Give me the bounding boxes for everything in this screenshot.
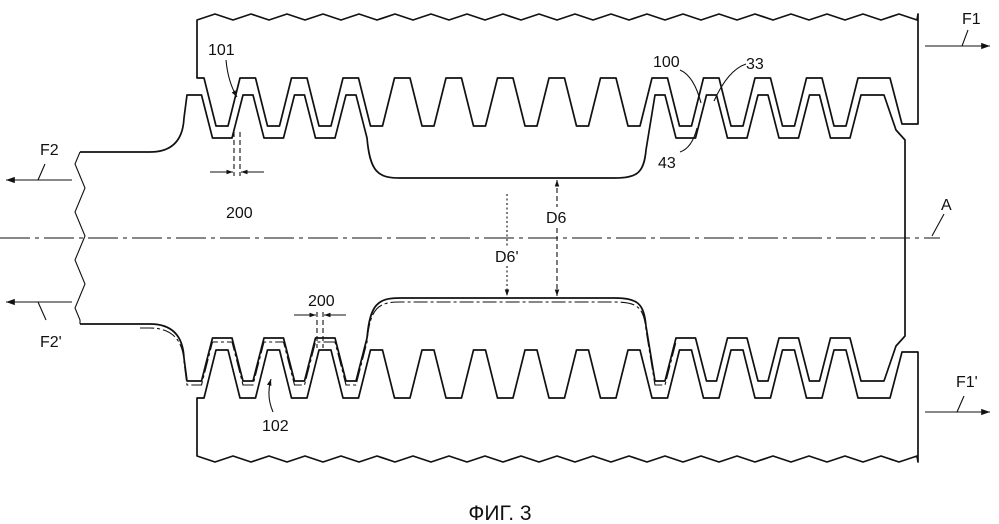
outer-sleeve-lower: [197, 350, 918, 462]
force-f1-prime-label: F1': [956, 374, 978, 391]
alternative-profile-dashdot: [140, 302, 676, 385]
dim-200-lower-label: 200: [308, 293, 335, 310]
figure-caption: ФИГ. 3: [468, 502, 531, 524]
axis-label-leader: [932, 214, 944, 236]
dim-d6-prime-label: D6': [495, 249, 519, 266]
ref-43-leader: [680, 128, 697, 152]
ref-101-label: 101: [208, 42, 235, 59]
axis-label: A: [941, 197, 952, 214]
dim-200-upper-label: 200: [226, 205, 253, 222]
force-f2-label: F2: [40, 142, 59, 159]
force-f1-prime-leader: [957, 396, 964, 412]
outer-sleeve-upper: [197, 14, 918, 126]
inner-part-lower-profile: [80, 238, 905, 381]
force-f2-prime-leader: [38, 302, 46, 320]
force-f2-leader: [38, 164, 45, 180]
inner-part-upper-profile: [80, 95, 905, 238]
ref-100-label: 100: [653, 54, 680, 71]
force-f2-prime-label: F2': [40, 334, 62, 351]
force-f1-label: F1: [962, 11, 981, 28]
ref-33-label: 33: [746, 56, 764, 73]
ref-33-leader: [714, 64, 746, 101]
force-f1-leader: [962, 30, 968, 46]
ref-43-label: 43: [658, 155, 676, 172]
dim-d6-label: D6: [546, 210, 567, 227]
ref-102-leader: [269, 379, 273, 412]
ref-101-leader: [226, 60, 237, 97]
ref-102-label: 102: [262, 418, 289, 435]
